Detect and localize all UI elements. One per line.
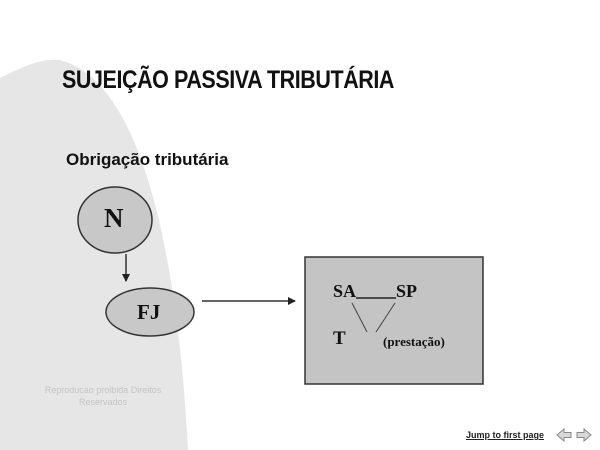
slide-title: SUJEIÇÃO PASSIVA TRIBUTÁRIA <box>62 66 395 94</box>
double-arrow-nav-icon[interactable] <box>556 427 592 443</box>
box-t-label: T <box>333 328 346 349</box>
sa-diagonal-line <box>351 302 368 333</box>
sp-diagonal-line <box>375 302 396 333</box>
node-n-label: N <box>104 203 124 233</box>
node-fj <box>105 287 195 337</box>
relation-box <box>304 256 484 385</box>
jump-to-first-page-link[interactable]: Jump to first page <box>466 430 545 440</box>
box-sp-label: SP <box>396 281 418 301</box>
box-prestacao-note: (prestação) <box>383 334 445 349</box>
decorative-background-shape <box>0 59 188 450</box>
node-fj-label: FJ <box>137 300 161 324</box>
box-sa-label: SA <box>333 281 357 301</box>
slide-subtitle: Obrigação tributária <box>66 150 229 169</box>
footer-faint-text: Reproducao proibida Direitos Reservados <box>44 385 162 407</box>
node-n <box>77 186 153 254</box>
